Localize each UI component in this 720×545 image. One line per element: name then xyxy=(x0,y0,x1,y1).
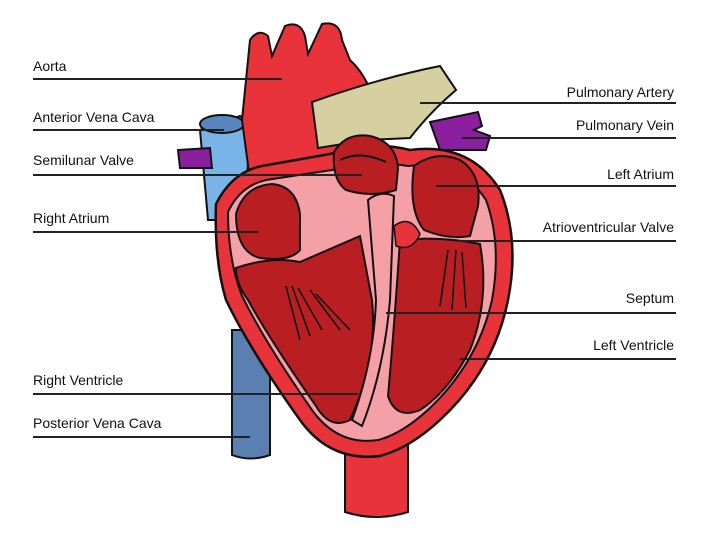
label-septum: Septum xyxy=(626,290,674,306)
pulmonary-vein-right xyxy=(430,112,490,150)
right-atrium-chamber xyxy=(236,184,300,259)
label-right-ventricle: Right Ventricle xyxy=(33,372,123,388)
label-left-ventricle: Left Ventricle xyxy=(593,337,674,353)
left-atrium-chamber xyxy=(412,156,478,237)
label-right-atrium: Right Atrium xyxy=(33,210,109,226)
label-anterior-vena-cava: Anterior Vena Cava xyxy=(33,109,154,125)
label-posterior-vena-cava: Posterior Vena Cava xyxy=(33,415,161,431)
label-aorta: Aorta xyxy=(33,58,66,74)
label-pulmonary-vein: Pulmonary Vein xyxy=(576,117,674,133)
label-pulmonary-artery: Pulmonary Artery xyxy=(567,84,674,100)
pulmonary-vein-left xyxy=(178,148,212,168)
semilunar-valve-shape xyxy=(334,135,398,194)
label-atrioventricular-valve: Atrioventricular Valve xyxy=(543,219,674,235)
label-semilunar-valve: Semilunar Valve xyxy=(33,152,134,168)
label-left-atrium: Left Atrium xyxy=(607,166,674,182)
